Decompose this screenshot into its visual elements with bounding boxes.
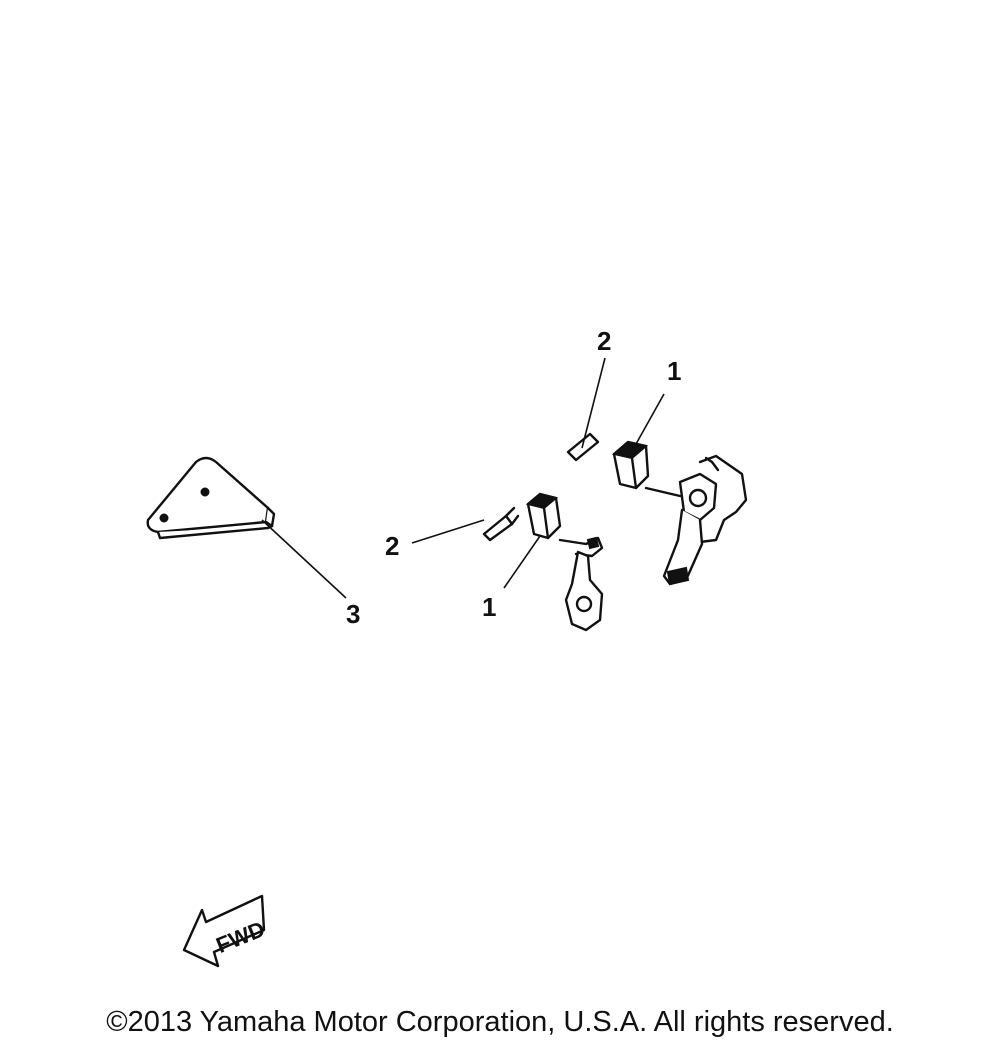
callout-1-left: 1: [482, 592, 496, 622]
bracket-hole-upper: [200, 487, 210, 497]
callout-2-left: 2: [385, 531, 399, 561]
lever-left: [558, 536, 604, 632]
lever-right: [644, 454, 748, 586]
leader-part-1-right: [635, 393, 665, 445]
callout-2-right: 2: [597, 326, 611, 356]
pin-part-2-left: [482, 506, 520, 542]
callout-3: 3: [346, 599, 360, 629]
bushing-part-1-left: [525, 492, 562, 540]
copyright-notice: ©2013 Yamaha Motor Corporation, U.S.A. A…: [106, 1006, 894, 1038]
callout-1-right: 1: [667, 356, 681, 386]
fwd-arrow-icon: FWD: [182, 894, 268, 968]
leader-part-2-right: [581, 357, 606, 449]
bracket-hole-lower: [159, 513, 169, 523]
leader-part-1-left: [503, 535, 541, 589]
bracket-plate-part-3: [146, 456, 276, 540]
leader-part-3: [261, 519, 347, 599]
bushing-part-1-right: [611, 440, 650, 490]
leader-part-2-left: [411, 519, 485, 544]
